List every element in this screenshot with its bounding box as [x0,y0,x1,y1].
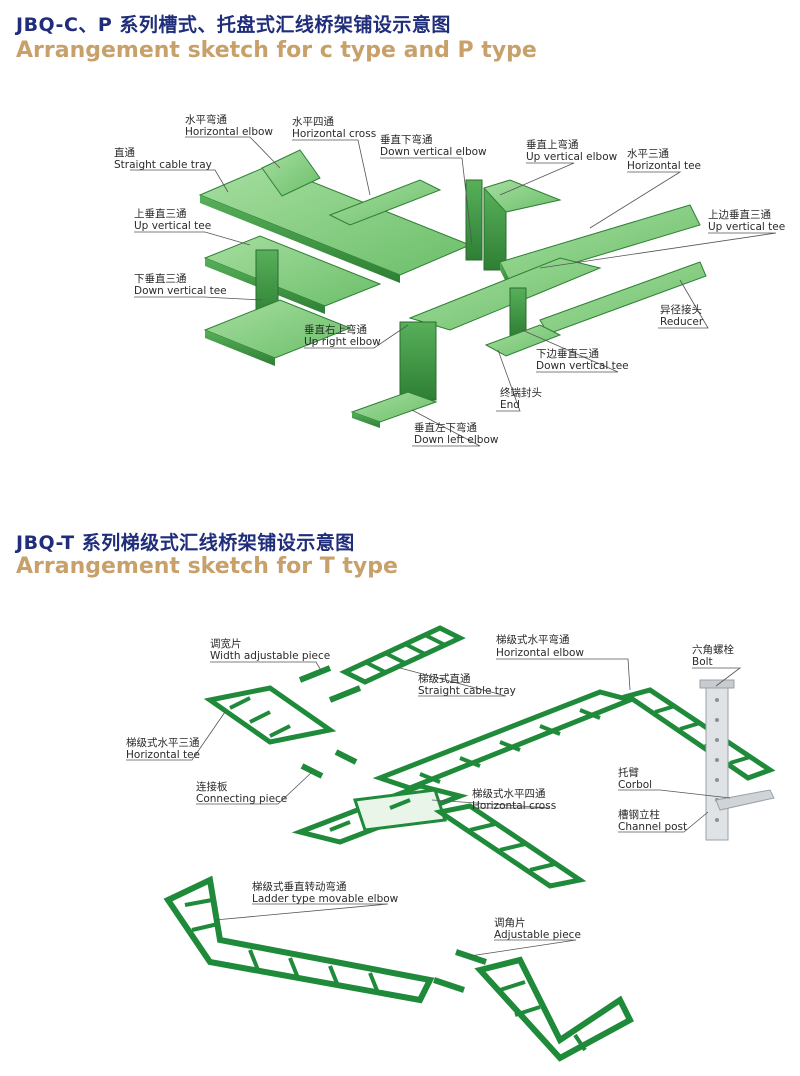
label-corbol-cn: 托臂 [618,766,639,779]
label-horizontal-tee-en: Horizontal tee [627,160,701,172]
label-bolt-cn: 六角螺栓 [692,643,734,656]
tray-down-vertical-tee [509,287,527,337]
label-channel-post-cn: 槽钢立柱 [618,808,660,821]
tray-up-elbow-top [483,179,562,213]
adjustable-piece-2 [433,977,465,993]
label-up-vertical-tee-cn: 上垂直三通 [134,207,187,220]
ladder-tray-diagram [163,625,776,1062]
tray-lower-run-side [205,330,275,366]
label-down-vertical-elbow-en: Down vertical elbow [380,146,487,158]
section1-leaders [130,136,777,447]
label-up-vertical-elbow-en: Up vertical elbow [526,151,618,163]
section2-labels: 调宽片 Width adjustable piece 梯级式直通 Straigh… [126,633,734,941]
label-down-vertical-tee-right-en: Down vertical tee [536,360,629,372]
label-reducer-cn: 异径接头 [660,303,702,316]
section2-title-en: Arrangement sketch for T type [16,554,398,579]
corbol-arm [715,789,775,811]
label-horizontal-tee-cn: 水平三通 [627,148,669,160]
tray-center-run [408,257,602,331]
ladder-long-run [372,689,638,791]
section1-title-cn: JBQ-C、P 系列槽式、托盘式汇线桥架铺设示意图 [16,14,451,36]
label-up-right-elbow-en: Up right elbow [304,336,381,348]
label-ladder-horizontal-elbow-cn: 梯级式水平弯通 [496,633,570,646]
tray-cross-branch [328,179,442,226]
label-straight-cable-tray-en: Straight cable tray [114,159,212,171]
label-width-adjustable-piece-cn: 调宽片 [210,637,242,650]
tray-down-left-elbow-side [352,412,380,428]
label-bolt-en: Bolt [692,656,713,668]
tray-upper-run-side [200,195,400,283]
tray-lower-run [203,299,352,359]
label-horizontal-cross-cn: 水平四通 [292,116,334,128]
adjustable-piece [455,949,487,965]
label-ladder-horizontal-cross-en: Horizontal cross [472,800,556,812]
ladder-horizontal-tee [203,685,337,745]
ladder-horizontal-cross [291,783,469,845]
label-width-adjustable-piece-en: Width adjustable piece [210,650,330,662]
tray-down-vertical-elbow [465,179,483,261]
label-horizontal-elbow-cn: 水平弯通 [185,113,227,126]
label-ladder-horizontal-elbow-en: Horizontal elbow [496,647,584,659]
label-down-left-elbow-en: Down left elbow [414,434,499,446]
label-connecting-piece-en: Connecting piece [196,793,287,805]
label-ladder-horizontal-tee-en: Horizontal tee [126,749,200,761]
tray-horizontal-elbow [261,149,321,197]
width-adjustable-piece-2 [328,685,362,703]
connecting-piece-2 [334,749,358,765]
section1-title-en: Arrangement sketch for c type and P type [16,38,537,63]
label-connecting-piece-cn: 连接板 [196,780,228,793]
label-horizontal-elbow-en: Horizontal elbow [185,126,273,138]
label-up-vertical-tee-right-cn: 上边垂直三通 [708,208,771,221]
trough-tray-diagram [198,149,707,428]
label-straight-cable-tray-cn: 直通 [114,146,135,159]
label-adjustable-piece-en: Adjustable piece [494,929,581,941]
label-up-right-elbow-cn: 垂直右上弯通 [304,323,367,336]
ladder-cross-branch [433,803,587,889]
label-ladder-movable-elbow-cn: 梯级式垂直转动弯通 [252,880,347,893]
label-straight-ladder-en: Straight cable tray [418,685,516,697]
label-ladder-horizontal-tee-cn: 梯级式水平三通 [126,736,200,749]
label-adjustable-piece-cn: 调角片 [494,916,526,929]
label-down-vertical-tee-en: Down vertical tee [134,285,227,297]
label-ladder-movable-elbow-en: Ladder type movable elbow [252,893,399,905]
label-corbol-en: Corbol [618,779,652,791]
label-up-vertical-tee-en: Up vertical tee [134,220,211,232]
tray-down-left-elbow [350,391,438,423]
label-end-en: End [500,399,520,411]
label-channel-post-en: Channel post [618,821,687,833]
tray-up-right-elbow [399,321,437,401]
label-up-vertical-tee-right-en: Up vertical tee [708,221,785,233]
ladder-rising-elbow [474,956,634,1062]
label-up-vertical-elbow-cn: 垂直上弯通 [526,138,579,151]
label-horizontal-cross-en: Horizontal cross [292,128,376,140]
label-down-vertical-elbow-cn: 垂直下弯通 [380,133,433,146]
channel-post [699,679,735,841]
section1-labels: 直通 Straight cable tray 水平弯通 Horizontal e… [114,113,785,446]
ladder-straight [339,625,466,685]
label-down-vertical-tee-right-cn: 下边垂直三通 [536,347,599,360]
section2-leaders [126,658,742,957]
label-ladder-horizontal-cross-cn: 梯级式水平四通 [472,787,546,800]
tray-end-run [484,324,562,357]
section2-title-cn: JBQ-T 系列梯级式汇线桥架铺设示意图 [16,532,355,554]
width-adjustable-piece [298,665,332,683]
ladder-movable-elbow [163,875,435,1004]
label-end-cn: 终端封头 [500,386,542,399]
connecting-piece [300,763,324,779]
label-reducer-en: Reducer [660,316,704,328]
label-down-left-elbow-cn: 垂直左下弯通 [414,421,477,434]
label-straight-ladder-cn: 梯级式直通 [418,672,471,685]
ladder-horizontal-elbow [622,687,776,781]
label-down-vertical-tee-cn: 下垂直三通 [134,272,187,285]
